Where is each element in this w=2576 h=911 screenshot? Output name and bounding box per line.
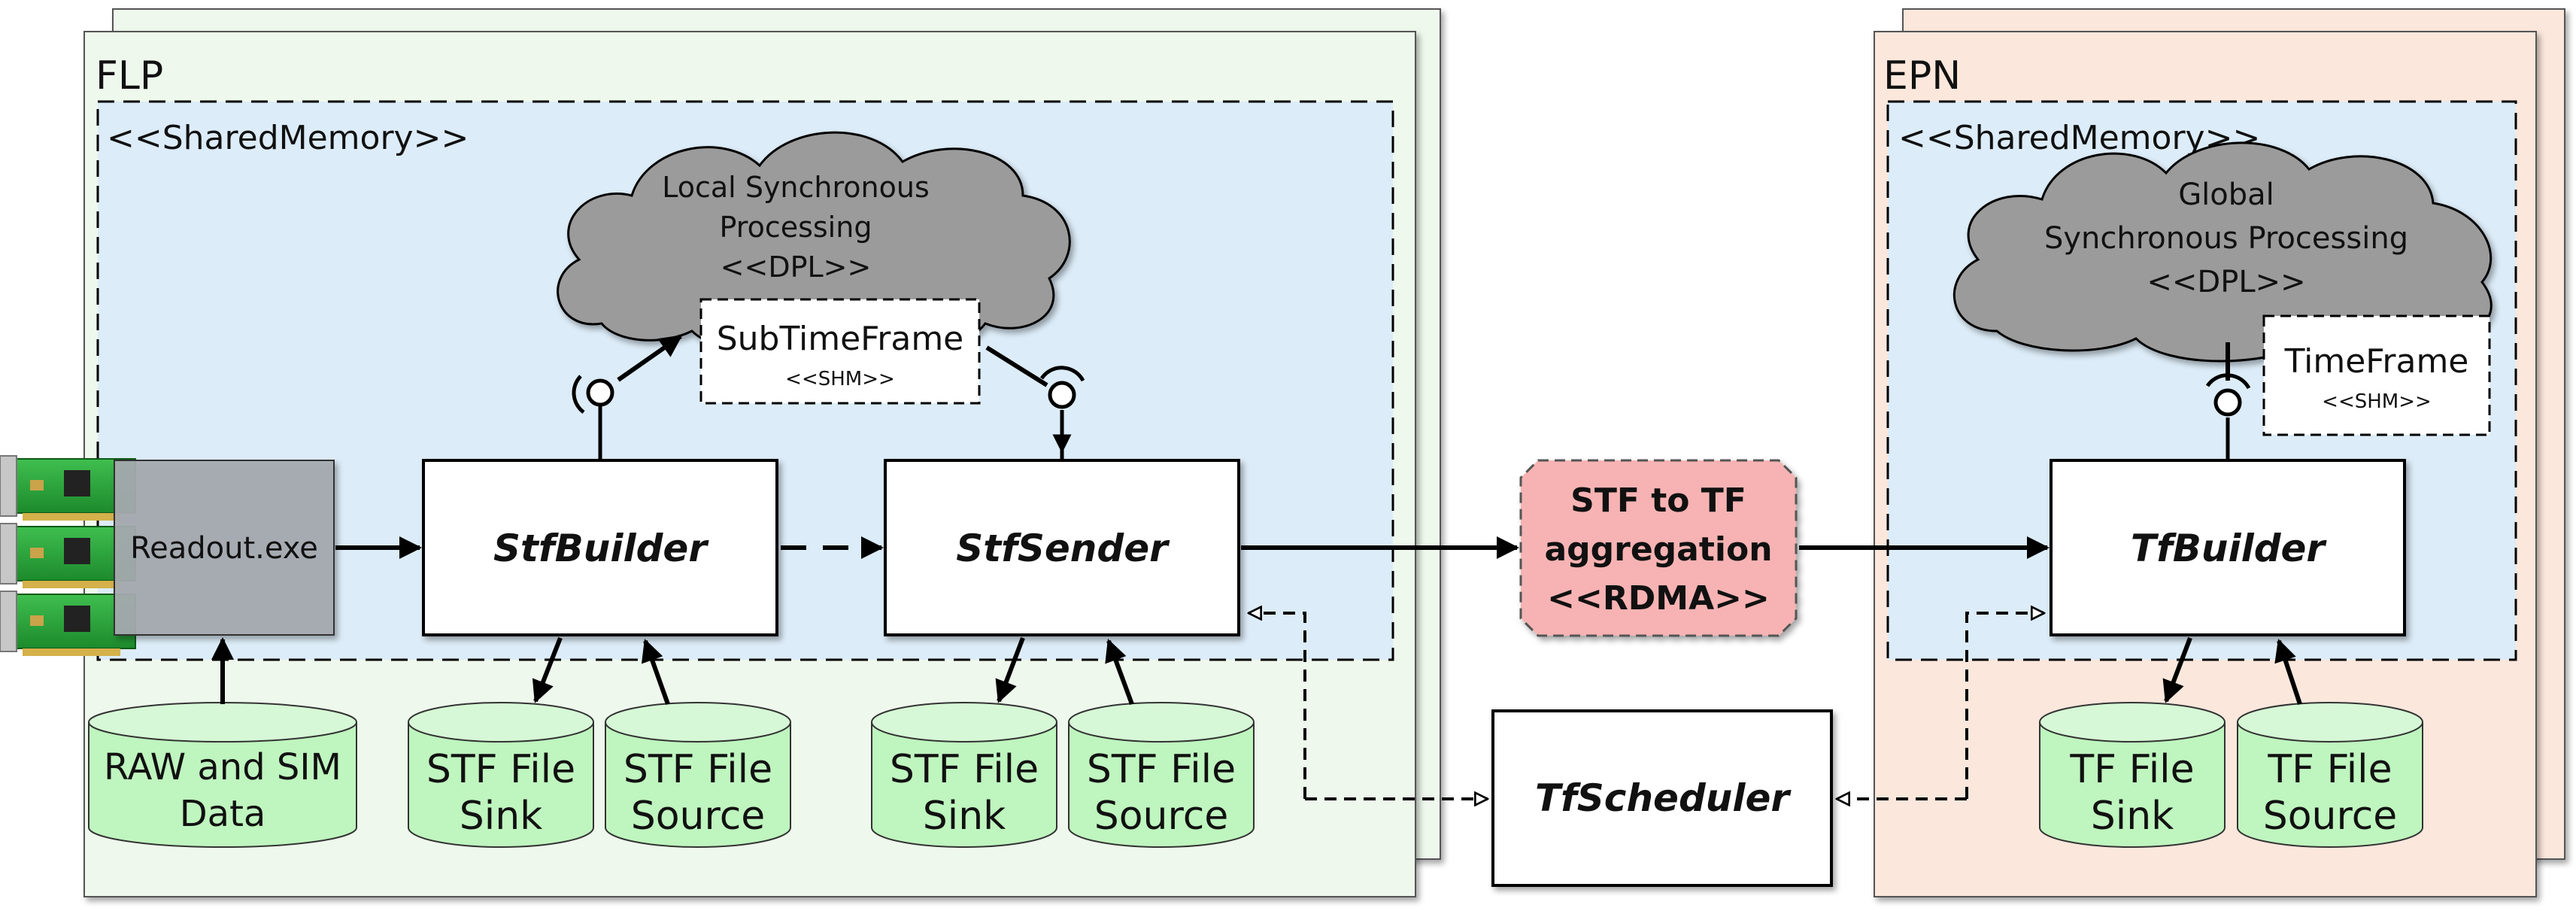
link-stfsender-tfscheduler [1249,613,1306,799]
tfbuilder-socket-icon [2205,342,2251,417]
arrow-source-to-stfsender [1105,639,1134,706]
db-tf-sink-line1: TF File [2069,747,2194,792]
global-cloud-line3: <<DPL>> [2147,265,2305,299]
tfscheduler-label: TfScheduler [1535,776,1792,820]
global-cloud-line2: Synchronous Processing [2044,221,2408,256]
timeframe-title: TimeFrame [2284,342,2469,381]
stf-to-tf-aggregation-box: STF to TF aggregation <<RDMA>> [1519,459,1798,637]
readout-exe-box: Readout.exe [114,460,335,636]
db-tf-file-source: TF File Source [2237,702,2423,848]
flp-title: FLP [96,53,163,99]
local-cloud-line2: Processing [720,211,872,244]
db-stf-sink-2-line2: Sink [923,794,1006,839]
db-stf-sink-1-line1: STF File [426,747,575,792]
subtimeframe-stereotype: <<SHM>> [785,368,895,390]
timeframe-stereotype: <<SHM>> [2322,390,2432,413]
db-stf-source-1-line1: STF File [624,747,772,792]
db-stf-source-1-line2: Source [631,794,766,839]
db-tf-sink-line2: Sink [2091,794,2174,839]
aggregation-line2: aggregation [1544,530,1772,569]
global-processing-cloud: Global Synchronous Processing <<DPL>> [1952,141,2493,363]
db-stf-file-source-1: STF File Source [605,702,791,848]
db-stf-file-sink-1: STF File Sink [408,702,594,848]
arrow-source-to-stfbuilder [641,639,670,706]
db-tf-source-line2: Source [2263,794,2398,839]
tfscheduler-box: TfScheduler [1491,709,1833,887]
arrow-stfbuilder-to-sink [532,636,563,703]
stfsender-label: StfSender [956,527,1170,570]
readout-exe-label: Readout.exe [130,531,318,566]
db-raw-line1: RAW and SIM [104,746,341,788]
db-stf-sink-1-line2: Sink [460,794,543,839]
arrow-source-to-tfbuilder [2274,639,2302,705]
stfsender-box: StfSender [884,459,1240,636]
db-tf-source-line1: TF File [2267,747,2392,792]
stfbuilder-label: StfBuilder [493,527,709,570]
global-cloud-line1: Global [2178,178,2274,212]
flp-shared-memory-label: <<SharedMemory>> [107,119,469,157]
link-tfbuilder-tfscheduler [1965,613,2044,799]
db-stf-file-source-2: STF File Source [1068,702,1255,848]
tfbuilder-label: TfBuilder [2131,527,2328,570]
db-stf-sink-2-line1: STF File [890,747,1039,792]
local-cloud-line1: Local Synchronous [662,171,930,204]
db-raw-and-sim-data: RAW and SIM Data [88,702,357,848]
db-stf-file-sink-2: STF File Sink [871,702,1057,848]
aggregation-line1: STF to TF [1570,481,1746,520]
db-stf-source-2-line2: Source [1094,794,1229,839]
local-cloud-line3: <<DPL>> [721,251,872,284]
subtimeframe-title: SubTimeFrame [717,320,964,358]
stfsender-socket-icon [985,345,1085,454]
local-processing-cloud: Local Synchronous Processing <<DPL>> [557,131,1071,355]
stfbuilder-box: StfBuilder [422,459,778,636]
db-stf-source-2-line1: STF File [1087,747,1236,792]
timeframe-shm-box: TimeFrame <<SHM>> [2262,314,2491,436]
tfbuilder-box: TfBuilder [2050,459,2406,636]
subtimeframe-shm-box: SubTimeFrame <<SHM>> [699,298,981,405]
db-raw-line2: Data [180,793,266,835]
epn-title: EPN [1883,53,1961,99]
stfbuilder-socket-icon [572,334,683,415]
arrow-tfbuilder-to-sink [2162,636,2192,703]
aggregation-line3: <<RDMA>> [1547,579,1770,618]
db-tf-file-sink: TF File Sink [2039,702,2226,848]
arrow-stfsender-to-sink [995,636,1025,703]
